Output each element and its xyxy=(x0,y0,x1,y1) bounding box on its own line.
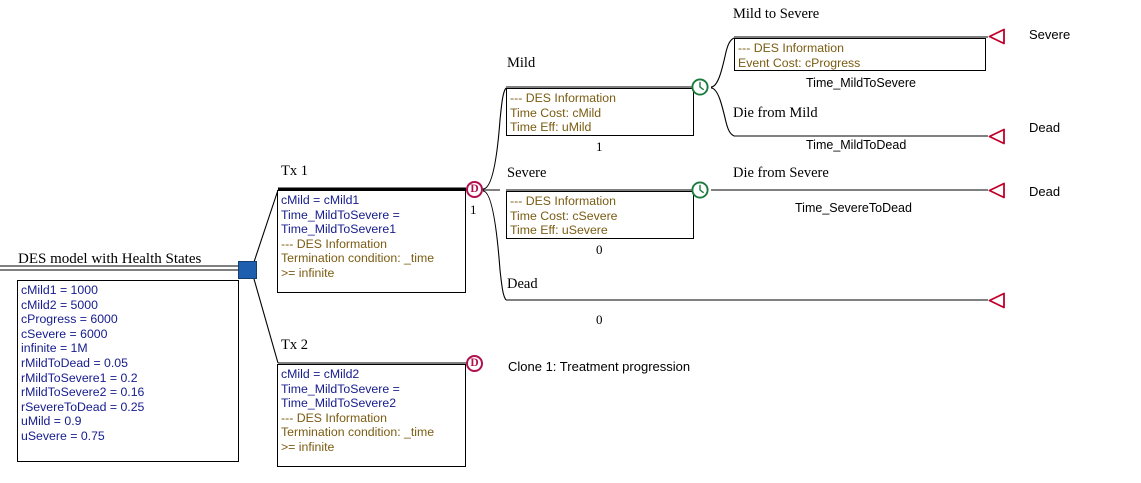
tx1-detail-line: cMild = cMild1 xyxy=(281,193,360,207)
tx1-detail-line: >= infinite xyxy=(281,265,335,280)
tx2-detail-line: cMild = cMild2 xyxy=(281,367,360,381)
terminal-triangle-icon[interactable] xyxy=(988,292,1005,309)
tx2-detail-line: Time_MildToSevere2 xyxy=(281,396,397,411)
event-mild-to-severe-detail-line: Event Cost: cProgress xyxy=(738,55,861,70)
event-mild-to-severe-distribution: Time_MildToSevere xyxy=(806,76,916,90)
state-severe-detail-line: Time Eff: uSevere xyxy=(510,223,608,238)
terminal-label-severe: Severe xyxy=(1029,27,1071,42)
tx2-detail-line: --- DES Information xyxy=(281,410,387,425)
clock-node-icon[interactable] xyxy=(691,78,709,96)
state-mild-detail-line: Time Cost: cMild xyxy=(510,105,602,120)
decision-node-icon[interactable]: D xyxy=(466,181,483,198)
tx2-detail-line: Time_MildToSevere = xyxy=(281,381,400,396)
root-variable-line: uSevere = 0.75 xyxy=(21,428,105,443)
event-mild-to-severe-label: Mild to Severe xyxy=(733,6,820,22)
root-variable-line: uMild = 0.9 xyxy=(21,414,82,429)
event-mild-to-severe-detail-line: --- DES Information xyxy=(738,41,844,55)
diagram-caption: Clone 1: Treatment progression xyxy=(508,359,691,374)
terminal-triangle-icon[interactable] xyxy=(988,182,1005,199)
tx1-payoff: 1 xyxy=(470,202,477,217)
tx1-label: Tx 1 xyxy=(281,163,308,179)
tx2-detail-line: Termination condition: _time xyxy=(281,425,435,440)
decision-node-icon[interactable]: D xyxy=(466,355,483,372)
state-mild-detail-line: Time Eff: uMild xyxy=(510,120,592,135)
event-die-from-severe-distribution: Time_SevereToDead xyxy=(795,201,912,215)
event-die-from-mild-label: Die from Mild xyxy=(733,105,818,121)
square-node-icon[interactable] xyxy=(238,261,257,279)
root-variable-line: rMildToSevere2 = 0.16 xyxy=(21,385,145,400)
tx1-detail-line: --- DES Information xyxy=(281,236,387,251)
state-mild-detail-line: --- DES Information xyxy=(510,91,616,105)
tx2-detail-line: >= infinite xyxy=(281,439,335,454)
root-variable-line: rMildToSevere1 = 0.2 xyxy=(21,370,138,385)
clock-node-icon[interactable] xyxy=(691,181,709,199)
event-die-from-mild-distribution: Time_MildToDead xyxy=(806,138,907,152)
tx1-detail-line: Time_MildToSevere = xyxy=(281,207,400,222)
tx1-detail-line: Time_MildToSevere1 xyxy=(281,222,397,237)
root-variable-line: cProgress = 6000 xyxy=(21,312,118,327)
event-die-from-severe-label: Die from Severe xyxy=(733,165,829,181)
state-mild-payoff: 1 xyxy=(596,139,603,154)
state-dead-label: Dead xyxy=(507,276,538,292)
root-variable-line: rMildToDead = 0.05 xyxy=(21,355,128,370)
root-variable-line: cMild1 = 1000 xyxy=(21,283,98,297)
root-variable-line: rSevereToDead = 0.25 xyxy=(21,399,145,414)
state-mild-label: Mild xyxy=(507,55,536,71)
tx2-label: Tx 2 xyxy=(281,337,308,353)
state-severe-detail-line: Time Cost: cSevere xyxy=(510,208,618,223)
state-severe-label: Severe xyxy=(507,165,547,181)
root-variable-line: infinite = 1M xyxy=(21,341,88,356)
state-dead-payoff: 0 xyxy=(596,312,603,327)
root-variable-line: cSevere = 6000 xyxy=(21,326,108,341)
terminal-label-dead-severe: Dead xyxy=(1029,184,1061,199)
tx1-detail-line: Termination condition: _time xyxy=(281,251,435,266)
terminal-triangle-icon[interactable] xyxy=(988,28,1005,45)
state-severe-detail-line: --- DES Information xyxy=(510,194,616,208)
terminal-triangle-icon[interactable] xyxy=(988,128,1005,145)
root-variable-line: cMild2 = 5000 xyxy=(21,297,98,312)
state-severe-payoff: 0 xyxy=(596,242,603,257)
terminal-label-dead-mild: Dead xyxy=(1029,120,1061,135)
root-label: DES model with Health States xyxy=(18,251,202,267)
